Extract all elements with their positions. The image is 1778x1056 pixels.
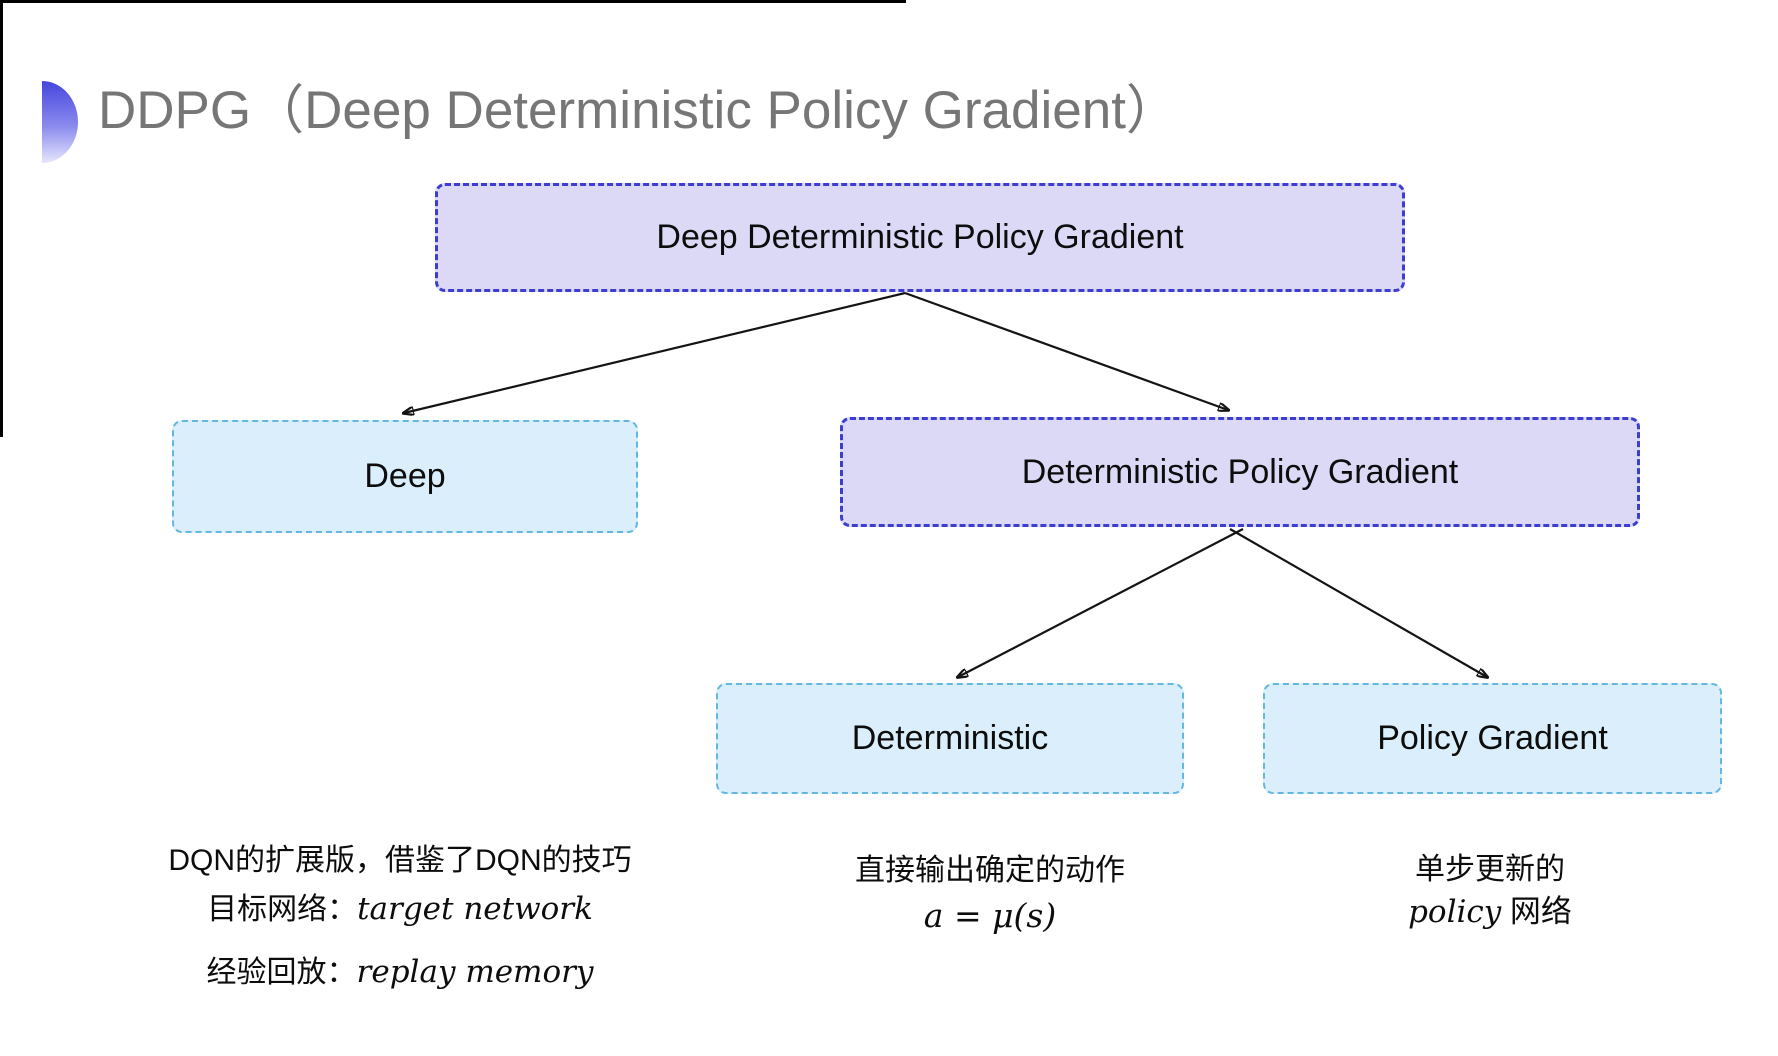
- note-deep-dqn-extension: DQN的扩展版，借鉴了DQN的技巧 目标网络：target network 经验…: [100, 845, 700, 989]
- title-bullet-icon: [42, 81, 78, 163]
- slide-title: DDPG（Deep Deterministic Policy Gradient）: [98, 81, 1179, 140]
- node-deep: Deep: [172, 420, 638, 533]
- note-policy-network: 单步更新的 policy 网络: [1240, 853, 1740, 931]
- node-label: Deterministic Policy Gradient: [1021, 452, 1459, 491]
- arrow-root-to-deep: [404, 291, 906, 413]
- note-deterministic-action: 直接输出确定的动作 a = μ(s): [740, 855, 1240, 933]
- node-label: Deep Deterministic Policy Gradient: [656, 218, 1184, 256]
- node-label: Policy Gradient: [1377, 719, 1608, 757]
- note-policy-word: policy: [1408, 894, 1502, 930]
- note-formula: a = μ(s): [923, 896, 1057, 935]
- arrow-dpg-to-deterministic: [958, 528, 1244, 677]
- note-line: DQN的扩展版，借鉴了DQN的技巧: [168, 844, 632, 877]
- node-deterministic: Deterministic: [716, 683, 1184, 794]
- arrow-dpg-to-policy-gradient: [1229, 528, 1487, 677]
- node-policy-gradient: Policy Gradient: [1263, 683, 1722, 794]
- note-label-replay-memory: 经验回放：: [206, 956, 357, 989]
- note-value-replay-memory: replay memory: [356, 954, 594, 990]
- note-label-target-network: 目标网络：: [207, 893, 358, 926]
- node-label: Deep: [364, 457, 446, 495]
- frame-edge-left: [0, 0, 3, 437]
- node-label: Deterministic: [851, 719, 1049, 757]
- node-deterministic-policy-gradient: Deterministic Policy Gradient: [840, 417, 1640, 527]
- note-line: 目标网络：target network: [100, 893, 700, 926]
- note-value-target-network: target network: [357, 891, 593, 927]
- note-line: 直接输出确定的动作: [855, 854, 1125, 887]
- node-deep-deterministic-policy-gradient: Deep Deterministic Policy Gradient: [435, 183, 1405, 292]
- arrow-root-to-dpg: [904, 291, 1228, 410]
- slide-header: DDPG（Deep Deterministic Policy Gradient）: [0, 0, 1778, 170]
- frame-edge-top: [0, 0, 906, 3]
- note-line: 单步更新的: [1415, 853, 1565, 886]
- note-network-word: 网络: [1501, 894, 1572, 929]
- note-line: policy 网络: [1240, 894, 1740, 930]
- note-line: 经验回放：replay memory: [100, 956, 700, 989]
